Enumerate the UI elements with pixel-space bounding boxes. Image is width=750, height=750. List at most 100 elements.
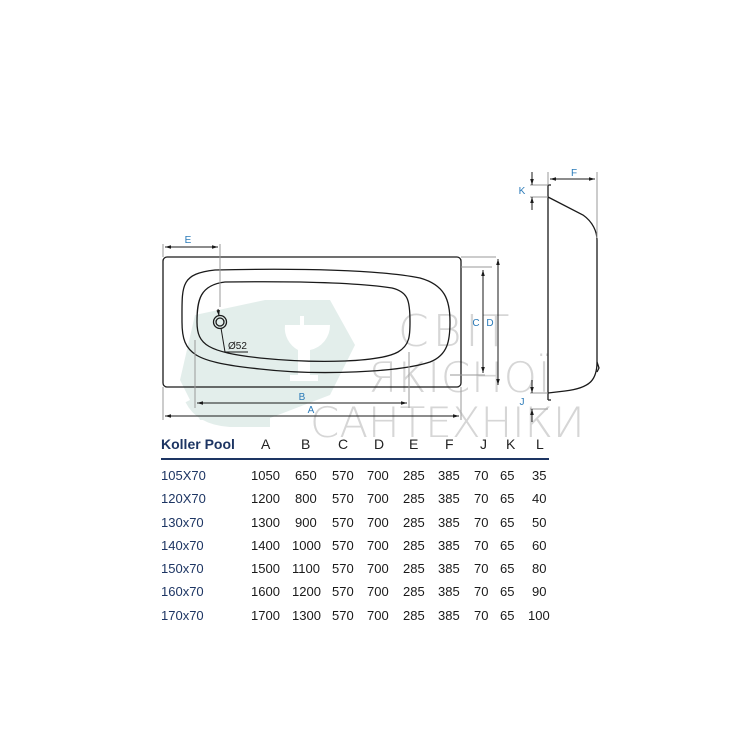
cell-d: 700 [367,584,389,600]
cell-f: 385 [438,514,460,530]
cell-c: 570 [332,607,354,623]
cell-a: 1050 [251,468,280,483]
drain-diameter-label: Ø52 [228,341,247,352]
cell-d: 700 [367,514,389,530]
cell-j: 70 [474,584,489,600]
table-body: 105X70 1050 650 570 700 285 385 70 65 35… [161,468,561,631]
cell-e: 285 [403,468,425,483]
dimensions-table: Koller Pool A B C D E F J K L 105X70 105… [161,436,561,623]
cell-k: 65 [500,468,515,483]
table-row: 170x70 1700 1300 570 700 285 385 70 65 1… [161,608,561,631]
table-row: 130x70 1300 900 570 700 285 385 70 65 50 [161,515,561,538]
cell-l: 80 [532,561,547,577]
header-col-b: B [301,436,311,452]
dim-label-f: F [571,168,577,179]
dim-label-k: K [519,186,526,197]
cell-d: 700 [367,561,389,577]
dim-label-b: B [299,392,306,403]
cell-e: 285 [403,584,425,600]
row-model: 150x70 [161,561,204,577]
cell-k: 65 [500,491,515,507]
cell-d: 700 [367,537,389,553]
cell-j: 70 [474,514,489,530]
cell-a: 1600 [251,584,280,600]
dim-label-j: J [520,397,525,408]
dim-label-e: E [185,235,192,246]
header-col-k: K [506,436,516,452]
dim-label-d: D [486,318,493,329]
header-divider [161,458,549,460]
row-model: 105X70 [161,468,206,483]
cell-l: 60 [532,537,547,553]
cell-c: 570 [332,584,354,600]
cell-j: 70 [474,607,489,623]
cell-f: 385 [438,584,460,600]
cell-f: 385 [438,537,460,553]
header-col-e: E [409,436,419,452]
cell-l: 100 [528,607,550,623]
cell-e: 285 [403,491,425,507]
header-col-l: L [536,436,544,452]
cell-a: 1700 [251,607,280,623]
cell-c: 570 [332,491,354,507]
cell-a: 1400 [251,537,280,553]
cell-a: 1200 [251,491,280,507]
cell-b: 1100 [292,561,320,577]
cell-l: 50 [532,514,547,530]
cell-d: 700 [367,491,389,507]
cell-k: 65 [500,537,515,553]
cell-k: 65 [500,561,515,577]
cell-c: 570 [332,468,354,483]
cell-j: 70 [474,468,489,483]
cell-e: 285 [403,561,425,577]
header-col-a: A [261,436,271,452]
cell-k: 65 [500,514,515,530]
top-view [162,256,462,388]
watermark-line-2: ЯКІСНОЇ [368,353,552,402]
cell-j: 70 [474,537,489,553]
cell-d: 700 [367,468,389,483]
cell-b: 800 [295,491,317,507]
header-col-c: C [338,436,349,452]
cell-b: 650 [295,468,317,483]
cell-b: 900 [295,514,317,530]
watermark-line-1: СВІТ [398,306,514,357]
table-row: 105X70 1050 650 570 700 285 385 70 65 35 [161,468,561,491]
cell-k: 65 [500,607,515,623]
cell-f: 385 [438,607,460,623]
header-col-f: F [445,436,454,452]
row-model: 170x70 [161,607,204,623]
header-model: Koller Pool [161,436,235,452]
table-row: 160x70 1600 1200 570 700 285 385 70 65 9… [161,584,561,607]
cell-j: 70 [474,561,489,577]
cell-c: 570 [332,514,354,530]
header-col-d: D [374,436,385,452]
cell-f: 385 [438,491,460,507]
cell-b: 1200 [292,584,321,600]
cell-b: 1000 [292,537,321,553]
side-view [547,184,600,401]
cell-l: 90 [532,584,547,600]
row-model: 130x70 [161,514,204,530]
row-model: 120X70 [161,491,206,507]
cell-c: 570 [332,561,354,577]
cell-a: 1500 [251,561,280,577]
table-row: 140x70 1400 1000 570 700 285 385 70 65 6… [161,538,561,561]
dim-label-c: C [472,318,479,329]
cell-e: 285 [403,514,425,530]
cell-b: 1300 [292,607,321,623]
cell-d: 700 [367,607,389,623]
table-header: Koller Pool A B C D E F J K L [161,436,561,458]
cell-f: 385 [438,561,460,577]
cell-l: 40 [532,491,547,507]
dim-label-a: A [308,405,315,416]
table-row: 150x70 1500 1100 570 700 285 385 70 65 8… [161,561,561,584]
header-col-j: J [480,436,487,452]
cell-e: 285 [403,607,425,623]
row-model: 160x70 [161,584,204,600]
cell-e: 285 [403,537,425,553]
cell-c: 570 [332,537,354,553]
cell-l: 35 [532,468,547,483]
